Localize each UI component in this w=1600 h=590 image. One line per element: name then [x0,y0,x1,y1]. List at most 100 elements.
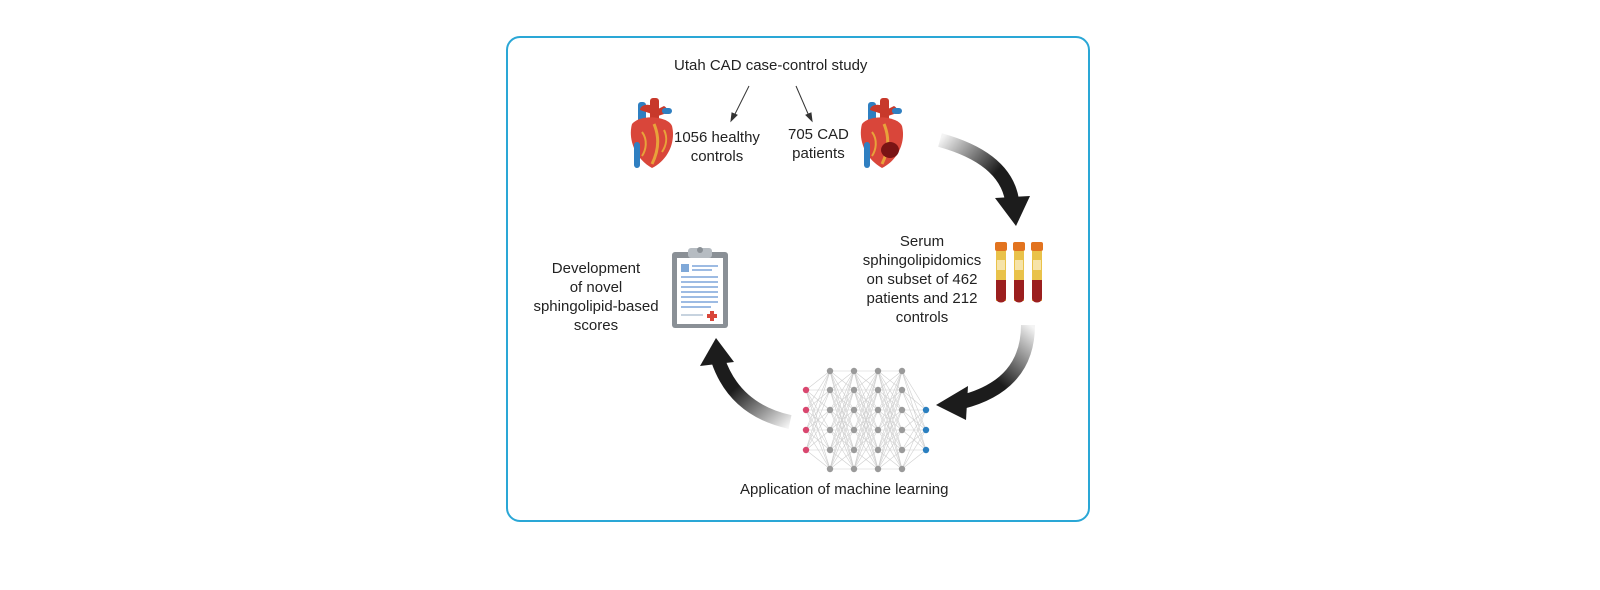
split-arrow-right [795,85,813,123]
network-node [850,465,858,473]
network-node [874,465,882,473]
network-edge [901,370,927,431]
network-edge [853,370,879,411]
controls-count: 1056 healthy [674,129,760,146]
ml-label: Application of machine learning [740,481,949,498]
network-edge [901,409,927,470]
network-edge [805,429,831,470]
network-node [874,426,882,434]
network-node [802,406,810,414]
network-edge [805,429,831,451]
scores-line: of novel [569,279,623,296]
scores-line: sphingolipid-based [533,298,659,315]
network-edge [829,409,855,470]
network-node [802,426,810,434]
serum-line: Serum [899,233,945,250]
network-edge [877,449,903,470]
blood-tube-icon [995,242,1007,303]
network-node [826,465,834,473]
patients-label: 705 CAD patients [788,125,849,163]
blood-tube-icon [1031,242,1043,303]
blood-tube-icon [1013,242,1025,303]
network-edge [829,370,855,470]
network-edge [901,389,927,411]
network-edge [901,370,927,411]
network-edge [829,370,855,411]
network-edge [877,409,903,470]
patients-word: patients [792,145,845,162]
network-edge [805,370,831,431]
network-edge [829,449,855,470]
network-edge [829,370,855,431]
network-edge [901,449,927,470]
network-edge [829,370,855,391]
network-edge [853,449,879,470]
network-node [874,367,882,375]
network-node [850,386,858,394]
flow-arrow-to-ml [936,324,1035,420]
scores-line: Development [551,260,641,277]
network-edge [901,409,927,451]
network-node [802,446,810,454]
network-node [826,446,834,454]
study-title: Utah CAD case-control study [674,57,868,74]
diagram-frame [506,36,1090,522]
neural-network-icon [802,367,930,473]
network-edge [829,370,855,451]
network-edge [805,449,831,470]
network-node [826,367,834,375]
heart-icon [630,98,674,168]
network-edge [805,370,831,451]
flow-arrow-to-scores [700,338,792,429]
network-edge [877,370,903,391]
network-node [826,426,834,434]
network-node [898,465,906,473]
network-edge [829,429,855,470]
network-node [802,386,810,394]
controls-word: controls [690,148,744,165]
scores-label: Development of novel sphingolipid-based … [528,259,664,335]
network-edge [877,429,903,470]
serum-line: controls [895,309,949,326]
serum-line: on subset of 462 [866,271,978,288]
network-edge [877,370,903,411]
network-edge [805,409,831,470]
network-edge [805,370,831,391]
controls-label: 1056 healthy controls [674,128,760,166]
network-edge [853,429,879,470]
network-node [922,426,930,434]
network-node [826,406,834,414]
scores-line: scores [573,317,619,334]
network-edge [853,370,879,470]
network-edge [853,370,879,431]
network-node [922,446,930,454]
clipboard-icon [672,247,728,328]
network-node [850,406,858,414]
patients-count: 705 CAD [788,126,849,143]
network-edge [877,370,903,451]
network-node [850,446,858,454]
network-node [898,426,906,434]
network-node [850,426,858,434]
network-edge [853,409,879,470]
network-edge [877,370,903,431]
network-node [898,367,906,375]
network-edge [805,389,831,451]
network-node [874,386,882,394]
network-node [922,406,930,414]
network-edge [901,409,927,431]
network-edge [877,389,903,470]
network-edge [829,389,855,470]
network-edge [901,429,927,470]
heart-icon [860,98,904,168]
network-node [898,406,906,414]
network-node [850,367,858,375]
split-arrow-left [730,85,750,123]
network-node [874,406,882,414]
network-edge [853,370,879,451]
network-node [898,446,906,454]
network-edge [853,389,879,470]
flow-arrow-to-serum [938,133,1030,226]
network-node [898,386,906,394]
